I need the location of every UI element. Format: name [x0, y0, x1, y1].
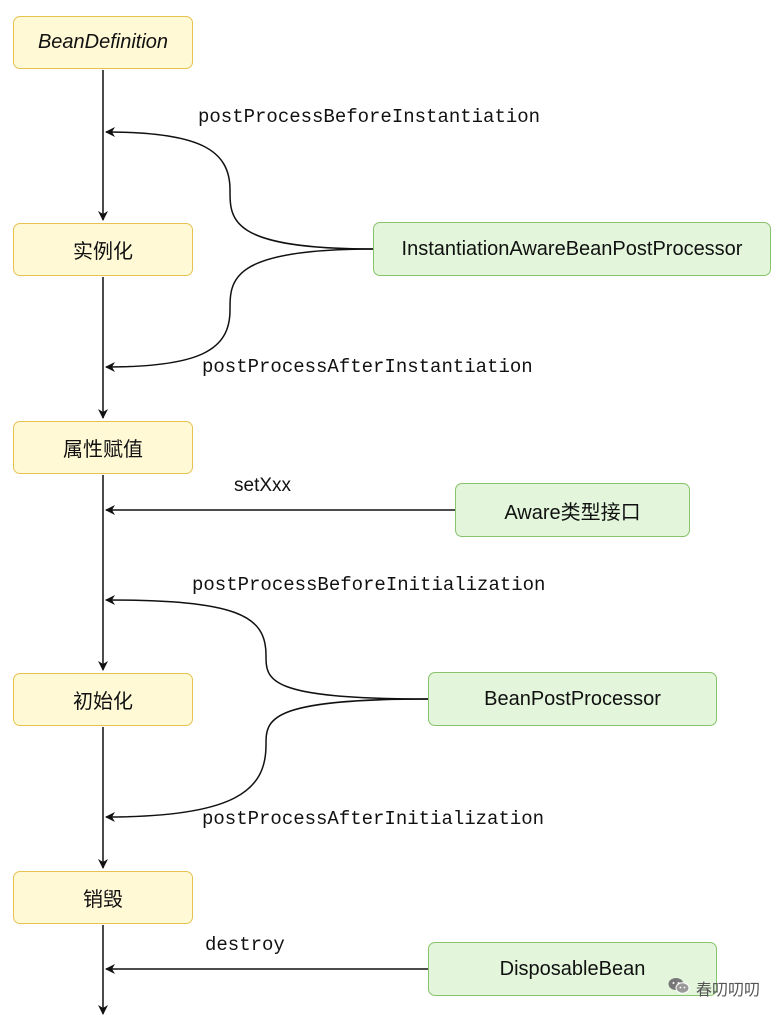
- set-xxx-label: setXxx: [234, 475, 292, 496]
- destruction-label: 销毁: [83, 889, 123, 911]
- after-instantiation-arrow: [105, 248, 374, 372]
- before-initialization-arrow: [105, 595, 429, 700]
- before-instantiation-arrow: [105, 127, 374, 250]
- aware-interface-label: Aware类型接口: [504, 501, 641, 524]
- after-instantiation-label: postProcessAfterInstantiation: [202, 356, 533, 378]
- populate-label: 属性赋值: [63, 439, 143, 461]
- destruction-node: 销毁: [13, 871, 193, 924]
- watermark-text: 春叨叨叨: [695, 980, 760, 999]
- instantiation-label: 实例化: [73, 241, 133, 263]
- bean-post-processor-label: BeanPostProcessor: [484, 687, 661, 710]
- after-initialization-arrow: [105, 698, 429, 822]
- instantiation-aware-processor-node: InstantiationAwareBeanPostProcessor: [373, 222, 771, 276]
- aware-interface-node: Aware类型接口: [455, 483, 690, 537]
- disposable-bean-node: DisposableBean: [428, 942, 717, 996]
- destroy-label: destroy: [205, 934, 285, 956]
- instantiation-aware-processor-label: InstantiationAwareBeanPostProcessor: [401, 237, 743, 260]
- after-initialization-label: postProcessAfterInitialization: [202, 808, 545, 830]
- populate-node: 属性赋值: [13, 421, 193, 474]
- instantiation-node: 实例化: [13, 223, 193, 276]
- before-instantiation-label: postProcessBeforeInstantiation: [198, 106, 541, 128]
- bean-definition-label: BeanDefinition: [37, 31, 169, 53]
- bean-post-processor-node: BeanPostProcessor: [428, 672, 717, 726]
- wechat-icon: [668, 977, 690, 999]
- watermark: 春叨叨叨: [668, 976, 760, 1000]
- disposable-bean-label: DisposableBean: [499, 957, 646, 980]
- bean-definition-node: BeanDefinition: [13, 16, 193, 69]
- initialization-label: 初始化: [73, 691, 133, 713]
- before-initialization-label: postProcessBeforeInitialization: [192, 574, 546, 596]
- initialization-node: 初始化: [13, 673, 193, 726]
